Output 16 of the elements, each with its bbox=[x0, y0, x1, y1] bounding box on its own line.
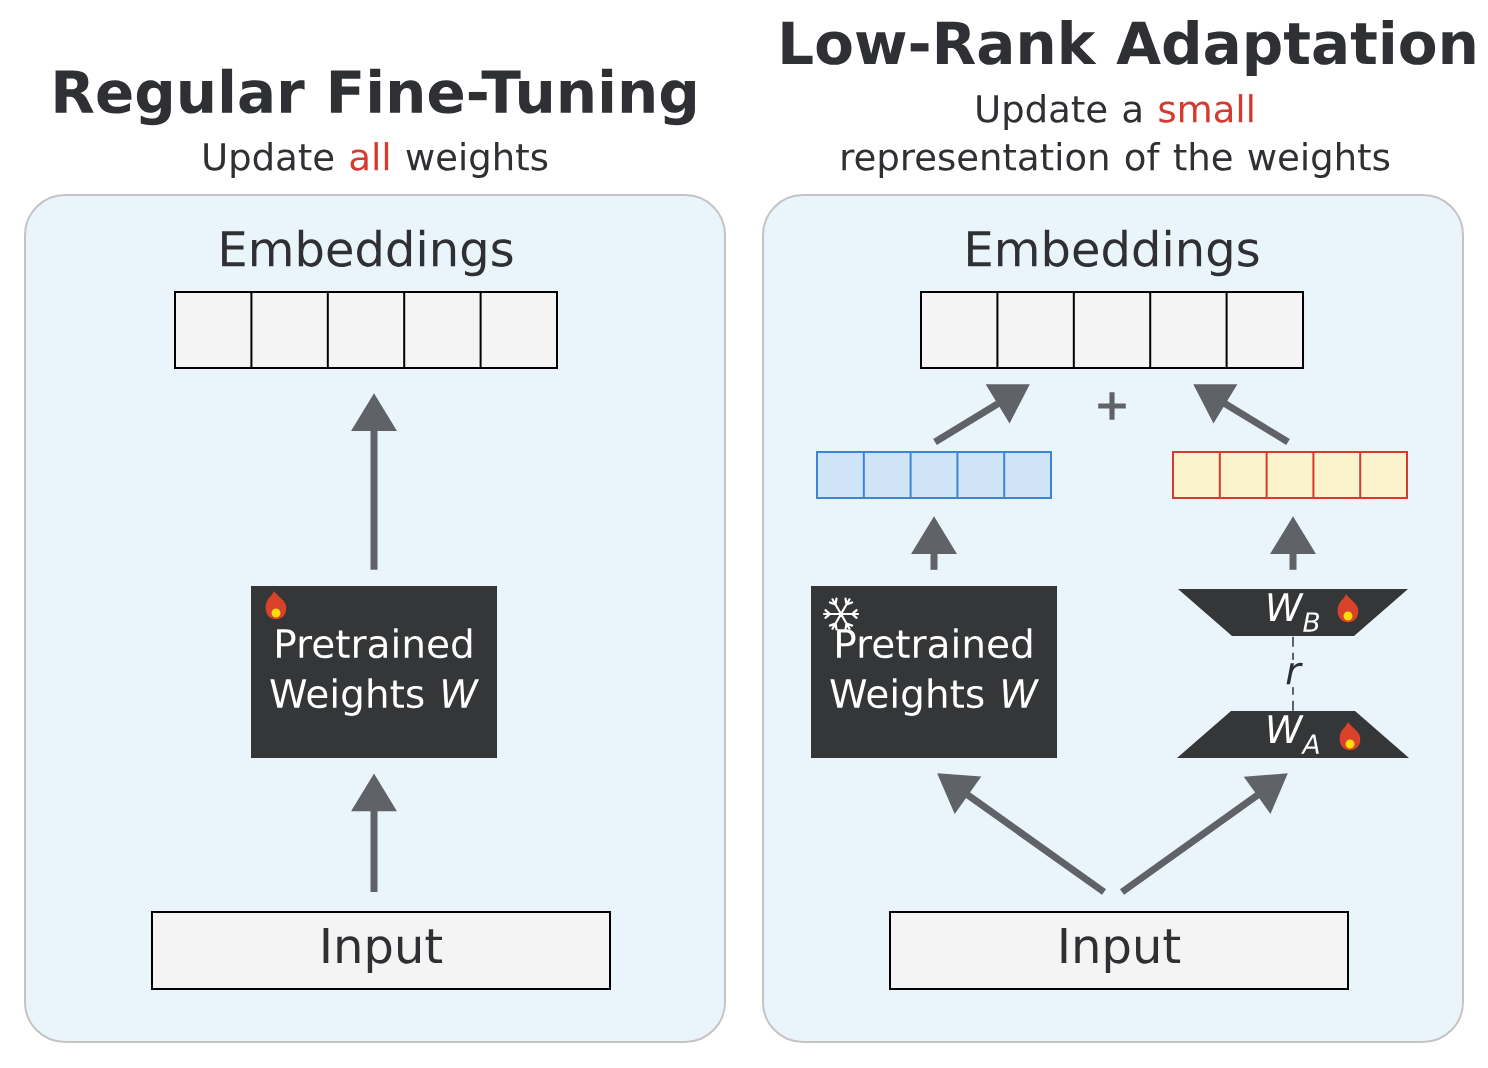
weights-box: Pretrained Weights W bbox=[251, 586, 497, 758]
panel-subtitle: Update all weights bbox=[204, 142, 548, 178]
weights-box: Pretrained Weights W bbox=[811, 586, 1057, 758]
input-box: Input bbox=[151, 911, 611, 990]
panel-title: Low-Rank Adaptation bbox=[782, 19, 1475, 77]
plus-sign: + bbox=[1098, 392, 1126, 420]
panel-subtitle: Update a small representation of the weights bbox=[842, 94, 1390, 178]
input-box: Input bbox=[889, 911, 1349, 990]
trapezoid-block: W$_{A}$ bbox=[1177, 711, 1409, 758]
edge-label: r bbox=[1282, 659, 1304, 688]
panel-title: Regular Fine-Tuning bbox=[55, 68, 695, 126]
heading: Embeddings bbox=[222, 229, 513, 277]
vector-bar bbox=[1172, 451, 1408, 499]
heading: Embeddings bbox=[968, 229, 1259, 277]
trapezoid-block: W$_{B}$ bbox=[1178, 589, 1408, 636]
vector-bar bbox=[816, 451, 1052, 499]
